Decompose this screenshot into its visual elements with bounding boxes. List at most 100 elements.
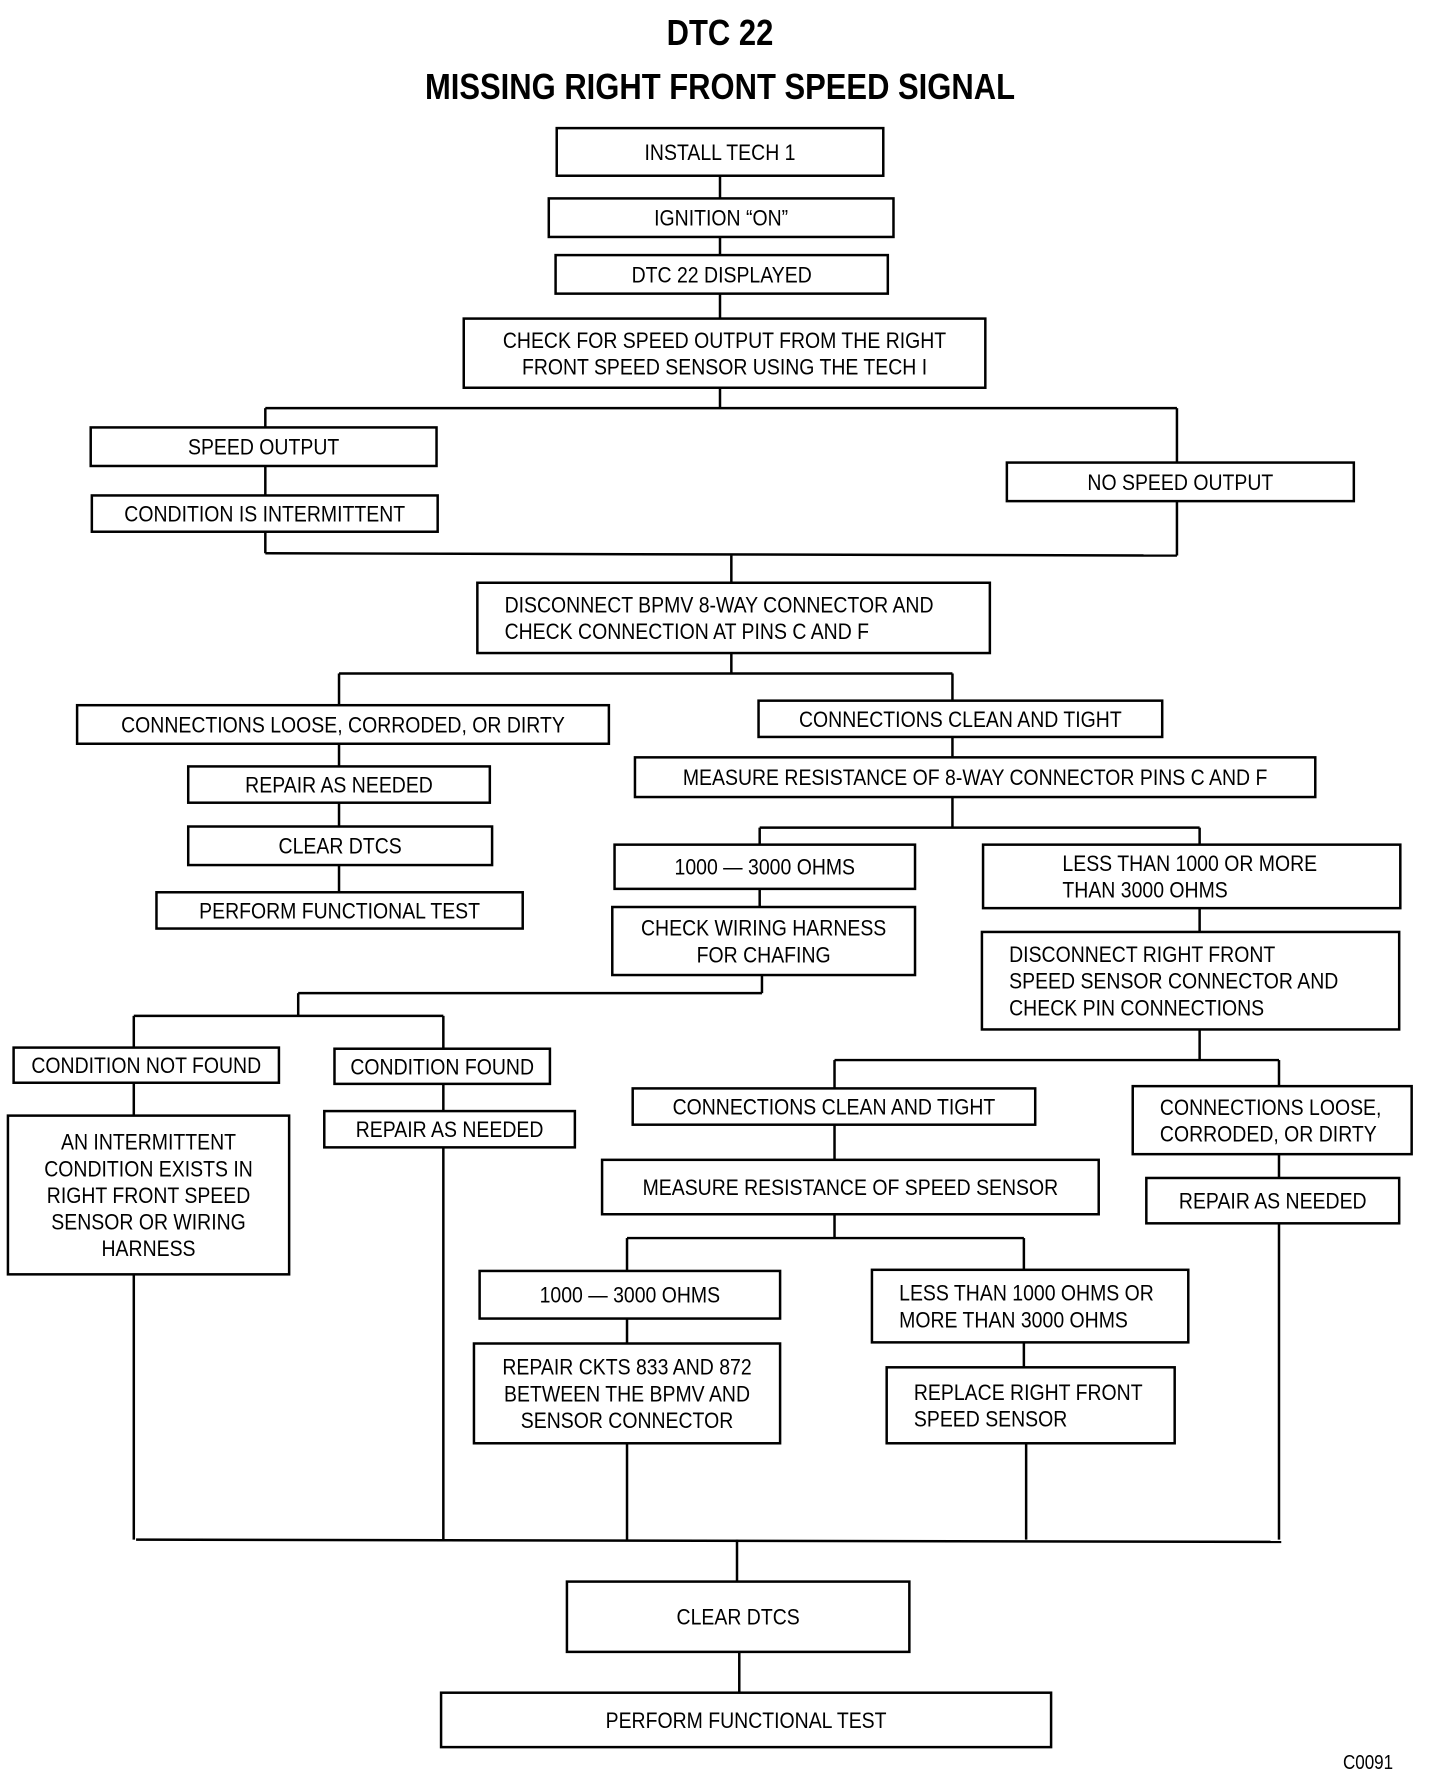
box-outline <box>1005 461 1356 503</box>
flowchart-box-disconnect-bpmv: DISCONNECT BPMV 8-WAY CONNECTOR ANDCHECK… <box>476 581 992 655</box>
box-text-line: 1000 — 3000 OHMS <box>540 1284 721 1308</box>
flowchart-box-no-speed-output: NO SPEED OUTPUT <box>1005 461 1356 503</box>
box-outline <box>1131 1084 1413 1156</box>
box-text-line: PERFORM FUNCTIONAL TEST <box>199 899 480 923</box>
flowchart-box-bpmv-clean: CONNECTIONS CLEAN AND TIGHT <box>757 699 1164 739</box>
box-text-line: FRONT SPEED SENSOR USING THE TECH I <box>522 355 927 379</box>
flowchart-box-dtc22-displayed: DTC 22 DISPLAYED <box>554 253 890 295</box>
box-text-line: HARNESS <box>102 1237 196 1261</box>
figure-code: C0091 <box>1343 1752 1394 1774</box>
box-outline <box>155 891 524 930</box>
flowchart-box-sensor-repair: REPAIR AS NEEDED <box>1145 1176 1401 1225</box>
flowchart-box-harness-repair: REPAIR AS NEEDED <box>323 1109 577 1149</box>
box-text-line: THAN 3000 OHMS <box>1062 879 1227 903</box>
box-text-line: CHECK WIRING HARNESS <box>641 917 886 941</box>
flowchart-box-bpmv-functional-test: PERFORM FUNCTIONAL TEST <box>155 891 524 930</box>
box-outline <box>613 843 917 891</box>
diagram-subtitle: MISSING RIGHT FRONT SPEED SIGNAL <box>424 66 1015 107</box>
flowchart-box-ignition-on: IGNITION “ON” <box>547 197 895 239</box>
flowchart-box-condition-intermittent: CONDITION IS INTERMITTENT <box>90 494 439 533</box>
box-text-line: CORRODED, OR DIRTY <box>1160 1122 1377 1146</box>
box-text-line: SENSOR OR WIRING <box>51 1210 245 1234</box>
box-outline <box>757 699 1164 739</box>
box-outline <box>323 1109 577 1149</box>
box-outline <box>472 1342 782 1445</box>
flowchart-box-bpmv-loose: CONNECTIONS LOOSE, CORRODED, OR DIRTY <box>75 703 611 745</box>
box-text-line: AN INTERMITTENT <box>61 1131 236 1155</box>
flowchart-box-sensor-loose: CONNECTIONS LOOSE,CORRODED, OR DIRTY <box>1131 1084 1413 1156</box>
box-text-line: MEASURE RESISTANCE OF SPEED SENSOR <box>643 1176 1059 1200</box>
diagram-title: DTC 22 <box>666 12 774 53</box>
box-text-line: REPAIR AS NEEDED <box>245 773 433 797</box>
box-text-line: CONNECTIONS LOOSE, <box>1160 1096 1382 1120</box>
flowchart-box-bpmv-repair: REPAIR AS NEEDED <box>186 765 492 804</box>
flowchart-box-bpmv-clear-dtcs: CLEAR DTCS <box>186 825 494 867</box>
box-text-line: SPEED SENSOR CONNECTOR AND <box>1009 970 1338 994</box>
box-outline <box>186 765 492 804</box>
box-text-line: LESS THAN 1000 OR MORE <box>1062 852 1317 876</box>
box-text-line: BETWEEN THE BPMV AND <box>504 1382 750 1406</box>
flowchart-box-condition-found: CONDITION FOUND <box>333 1047 552 1086</box>
box-text-line: CHECK CONNECTION AT PINS C AND F <box>505 620 869 644</box>
flowchart-box-measure-8way: MEASURE RESISTANCE OF 8-WAY CONNECTOR PI… <box>633 756 1317 799</box>
flowchart-box-final-functional-test: PERFORM FUNCTIONAL TEST <box>439 1691 1053 1749</box>
box-text-line: CHECK FOR SPEED OUTPUT FROM THE RIGHT <box>503 329 947 353</box>
flowchart-box-final-clear-dtcs: CLEAR DTCS <box>565 1580 911 1654</box>
connector-line <box>136 1538 1282 1544</box>
box-text-line: PERFORM FUNCTIONAL TEST <box>606 1709 887 1733</box>
box-outline <box>555 126 885 177</box>
box-text-line: LESS THAN 1000 OHMS OR <box>899 1282 1154 1306</box>
box-text-line: SPEED SENSOR <box>914 1407 1067 1431</box>
box-text-line: DISCONNECT RIGHT FRONT <box>1009 943 1275 967</box>
box-outline <box>75 703 611 745</box>
flowchart-box-speed-output: SPEED OUTPUT <box>89 426 438 468</box>
flowchart-box-8way-out-of-range: LESS THAN 1000 OR MORE THAN 3000 OHMS <box>981 843 1402 910</box>
flowchart-box-check-speed-output: CHECK FOR SPEED OUTPUT FROM THE RIGHTFRO… <box>462 317 987 389</box>
box-text-line: MEASURE RESISTANCE OF 8-WAY CONNECTOR PI… <box>683 766 1268 790</box>
box-text-line: REPAIR CKTS 833 AND 872 <box>502 1356 751 1380</box>
box-text-line: SENSOR CONNECTOR <box>521 1409 733 1433</box>
box-outline <box>186 825 494 867</box>
box-outline <box>439 1691 1053 1749</box>
box-outline <box>633 756 1317 799</box>
box-text-line: INSTALL TECH 1 <box>645 141 796 165</box>
box-outline <box>1145 1176 1401 1225</box>
box-outline <box>12 1046 281 1084</box>
box-outline <box>885 1366 1176 1445</box>
connector-lines <box>132 175 1282 1693</box>
box-outline <box>631 1087 1037 1126</box>
box-text-line: REPLACE RIGHT FRONT <box>914 1381 1143 1405</box>
box-text-line: CONNECTIONS LOOSE, CORRODED, OR DIRTY <box>121 713 565 737</box>
box-outline <box>554 253 890 295</box>
box-text-line: CONDITION NOT FOUND <box>31 1054 261 1078</box>
box-text-line: REPAIR AS NEEDED <box>356 1118 544 1142</box>
box-text-line: FOR CHAFING <box>697 943 831 967</box>
flowchart-box-sensor-clean: CONNECTIONS CLEAN AND TIGHT <box>631 1087 1037 1126</box>
box-text-line: REPAIR AS NEEDED <box>1179 1189 1367 1213</box>
box-text-line: SPEED OUTPUT <box>188 436 340 460</box>
box-text-line: 1000 — 3000 OHMS <box>675 856 856 880</box>
box-outline <box>547 197 895 239</box>
box-outline <box>980 930 1401 1031</box>
flowchart-nodes: INSTALL TECH 1 IGNITION “ON” DTC 22 DISPLA… <box>6 126 1413 1749</box>
box-outline <box>611 905 917 977</box>
box-outline <box>462 317 987 389</box>
box-outline <box>333 1047 552 1086</box>
flowchart-box-condition-not-found: CONDITION NOT FOUND <box>12 1046 281 1084</box>
box-text-line: MORE THAN 3000 OHMS <box>899 1308 1128 1332</box>
flowchart-box-disconnect-sensor: DISCONNECT RIGHT FRONT SPEED SENSOR CONNE… <box>980 930 1401 1031</box>
box-text-line: CONNECTIONS CLEAN AND TIGHT <box>799 708 1122 732</box>
box-outline <box>478 1269 782 1320</box>
box-text-line: CHECK PIN CONNECTIONS <box>1009 996 1264 1020</box>
box-outline <box>90 494 439 533</box>
box-outline <box>870 1268 1190 1344</box>
box-outline <box>6 1114 291 1276</box>
flowchart-box-sensor-in-range: 1000 — 3000 OHMS <box>478 1269 782 1320</box>
box-text-line: CONDITION IS INTERMITTENT <box>124 502 405 526</box>
connector-line <box>265 552 1177 557</box>
